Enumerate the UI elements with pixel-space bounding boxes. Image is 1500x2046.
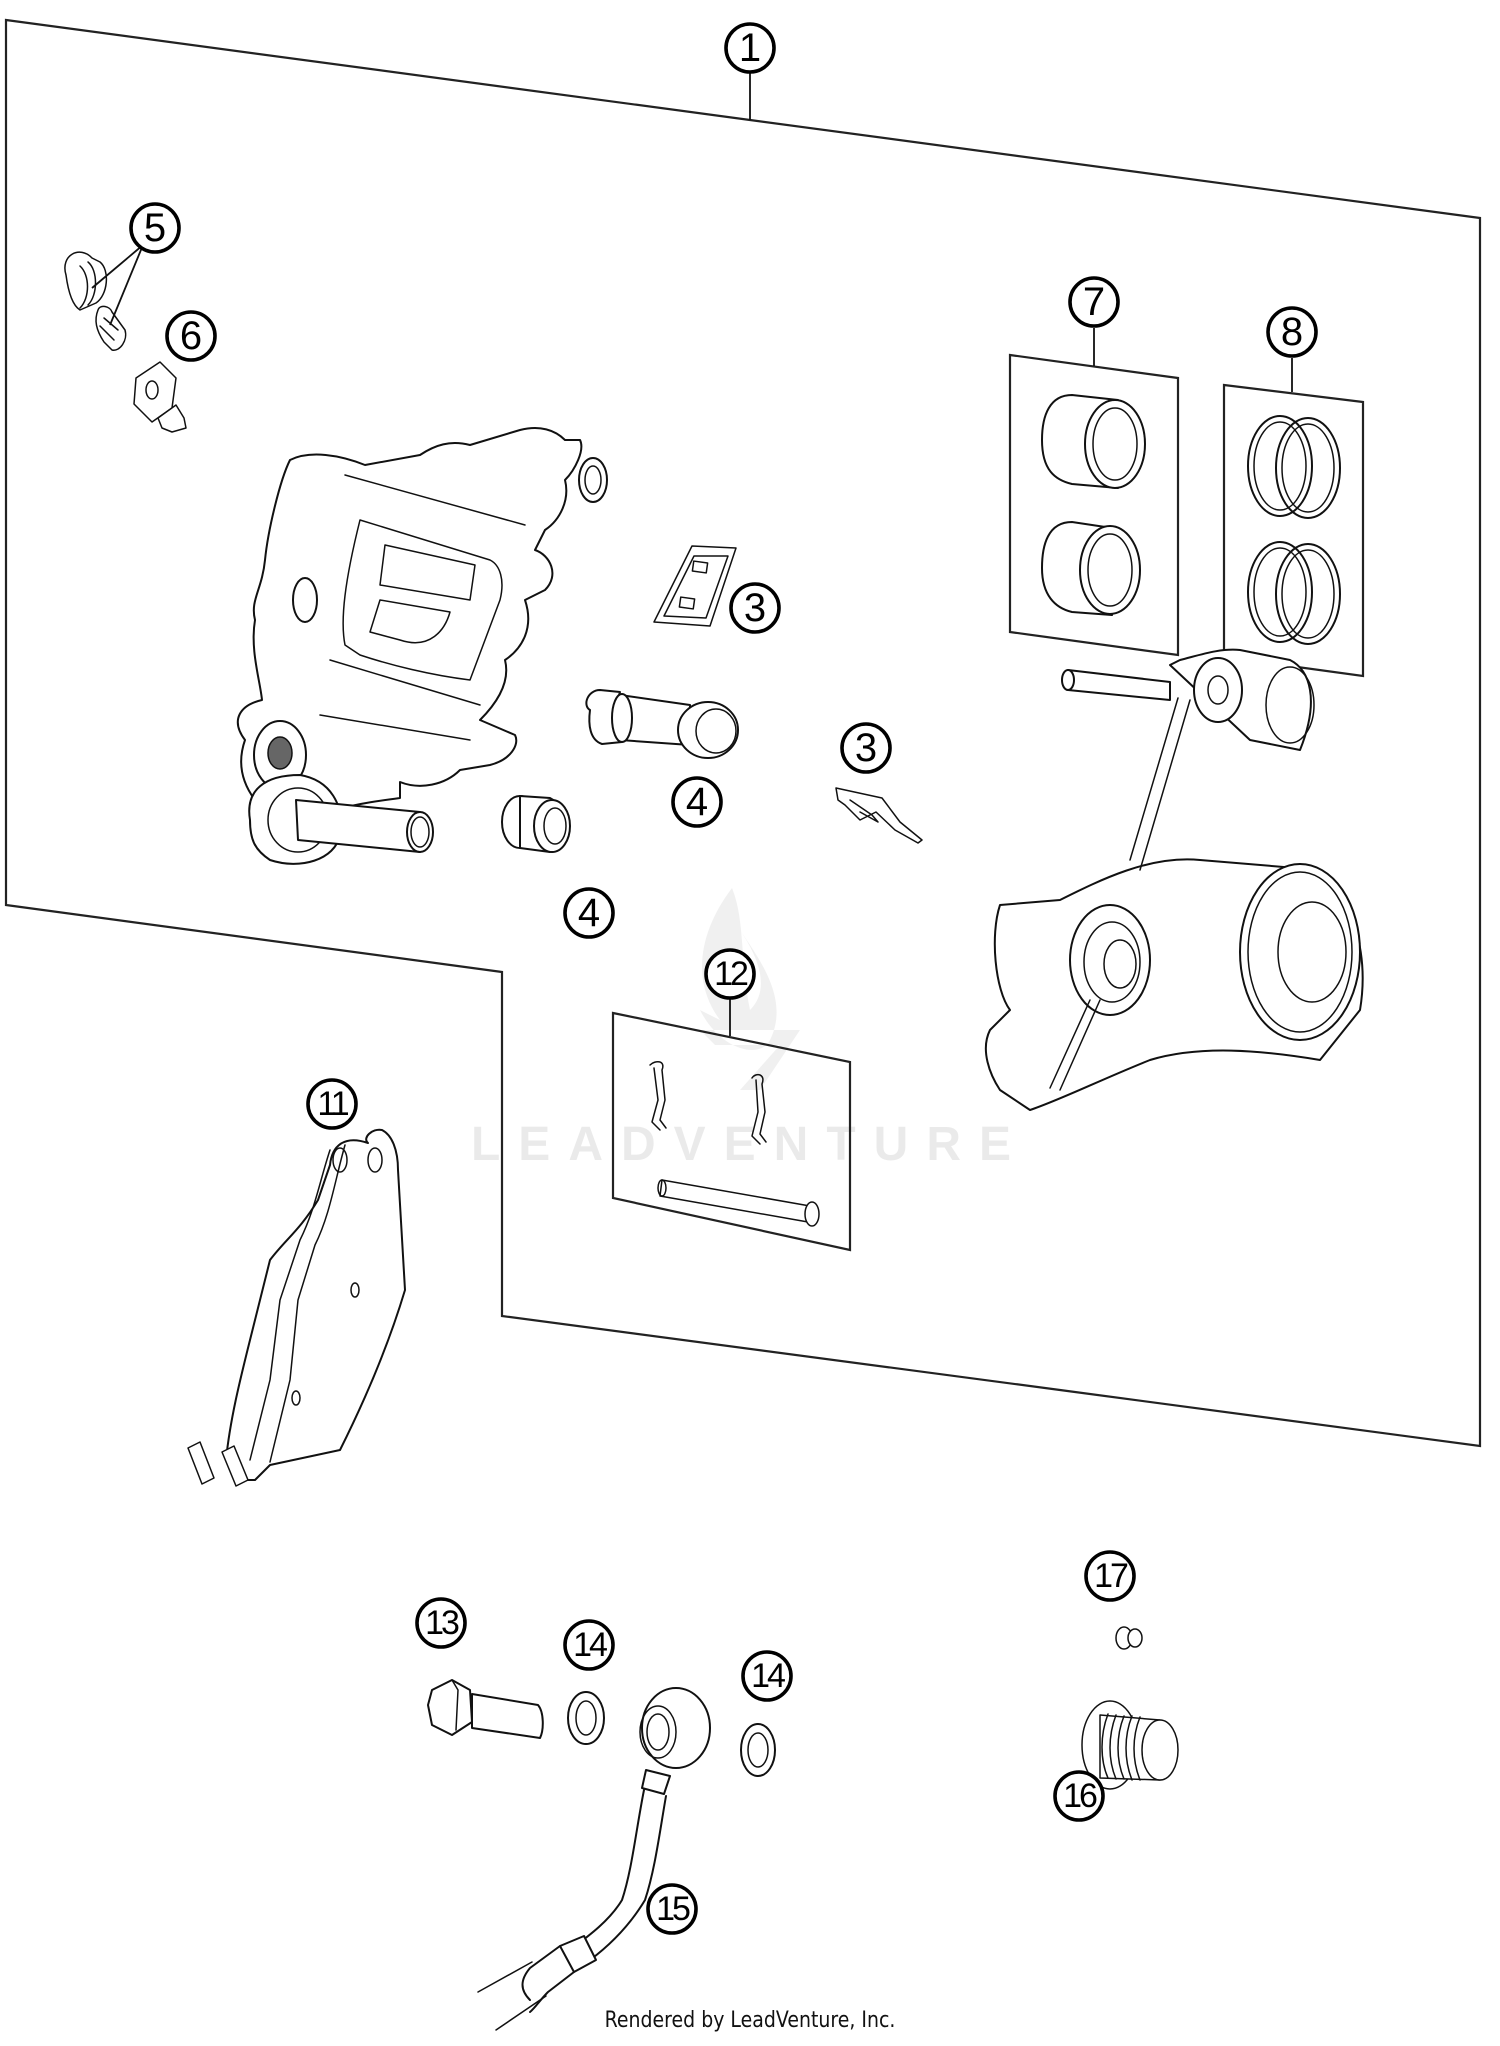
callout-4a[interactable]: 4 — [671, 776, 723, 828]
callout-4b[interactable]: 4 — [563, 887, 615, 939]
callout-label: 1 — [739, 26, 761, 70]
part-pad-retaining-spring — [835, 787, 923, 844]
part-guide-pin-boot — [501, 795, 571, 853]
callout-label: 14 — [573, 1626, 607, 1664]
callout-label: 3 — [744, 586, 766, 630]
watermark-flame-logo — [700, 888, 800, 1090]
callout-6[interactable]: 6 — [165, 310, 217, 362]
callout-label: 8 — [1281, 310, 1303, 354]
part-piston-kit — [1008, 328, 1180, 657]
callout-label: 17 — [1094, 1557, 1128, 1595]
part-guide-pin-bolt — [585, 689, 739, 759]
callout-label: 11 — [317, 1085, 348, 1123]
watermark: LEADVENTURE — [471, 888, 1029, 1171]
part-pad-pin-kit — [611, 992, 852, 1252]
part-sealing-washer-1 — [567, 1691, 605, 1745]
part-small-cap — [1115, 1626, 1143, 1650]
callout-label: 5 — [144, 206, 166, 250]
callout-11[interactable]: 11 — [306, 1078, 358, 1130]
callout-14a[interactable]: 14 — [563, 1619, 615, 1671]
part-brake-line — [477, 1687, 711, 2031]
callout-label: 12 — [714, 955, 748, 993]
callout-label: 7 — [1083, 280, 1105, 324]
callout-label: 3 — [855, 726, 877, 770]
callout-label: 4 — [578, 891, 600, 935]
callout-label: 15 — [656, 1890, 690, 1928]
callout-3a[interactable]: 3 — [729, 582, 781, 634]
callout-12[interactable]: 12 — [704, 948, 756, 1000]
part-banjo-bolt — [427, 1679, 544, 1739]
callout-8[interactable]: 8 — [1266, 306, 1318, 358]
callout-label: 13 — [425, 1604, 459, 1642]
callout-label: 4 — [686, 780, 708, 824]
watermark-text: LEADVENTURE — [471, 1118, 1029, 1171]
callout-label: 16 — [1063, 1777, 1097, 1815]
part-caliper-bracket — [236, 427, 608, 865]
footer-caption: Rendered by LeadVenture, Inc. — [604, 2008, 896, 2033]
part-hex-plug — [133, 361, 187, 433]
callout-1[interactable]: 1 — [724, 22, 776, 74]
part-pad-spring-plate — [653, 545, 737, 627]
part-bleeder-screw — [64, 244, 144, 351]
callout-3b[interactable]: 3 — [840, 722, 892, 774]
part-brake-pads — [187, 1128, 406, 1487]
part-sealing-washer-2 — [740, 1723, 776, 1777]
assembly-frame — [4, 18, 1482, 1448]
callout-17[interactable]: 17 — [1084, 1550, 1136, 1602]
callout-14b[interactable]: 14 — [741, 1650, 793, 1702]
part-piston-seal-kit — [1222, 358, 1365, 678]
callout-15[interactable]: 15 — [646, 1883, 698, 1935]
callout-7[interactable]: 7 — [1068, 276, 1120, 328]
callout-13[interactable]: 13 — [415, 1597, 467, 1649]
callout-16[interactable]: 16 — [1053, 1770, 1105, 1822]
part-caliper-body — [984, 648, 1364, 1111]
callout-label: 14 — [751, 1657, 785, 1695]
part-threaded-plug — [1081, 1700, 1179, 1790]
callout-label: 6 — [180, 314, 202, 358]
callout-5[interactable]: 5 — [129, 202, 181, 254]
